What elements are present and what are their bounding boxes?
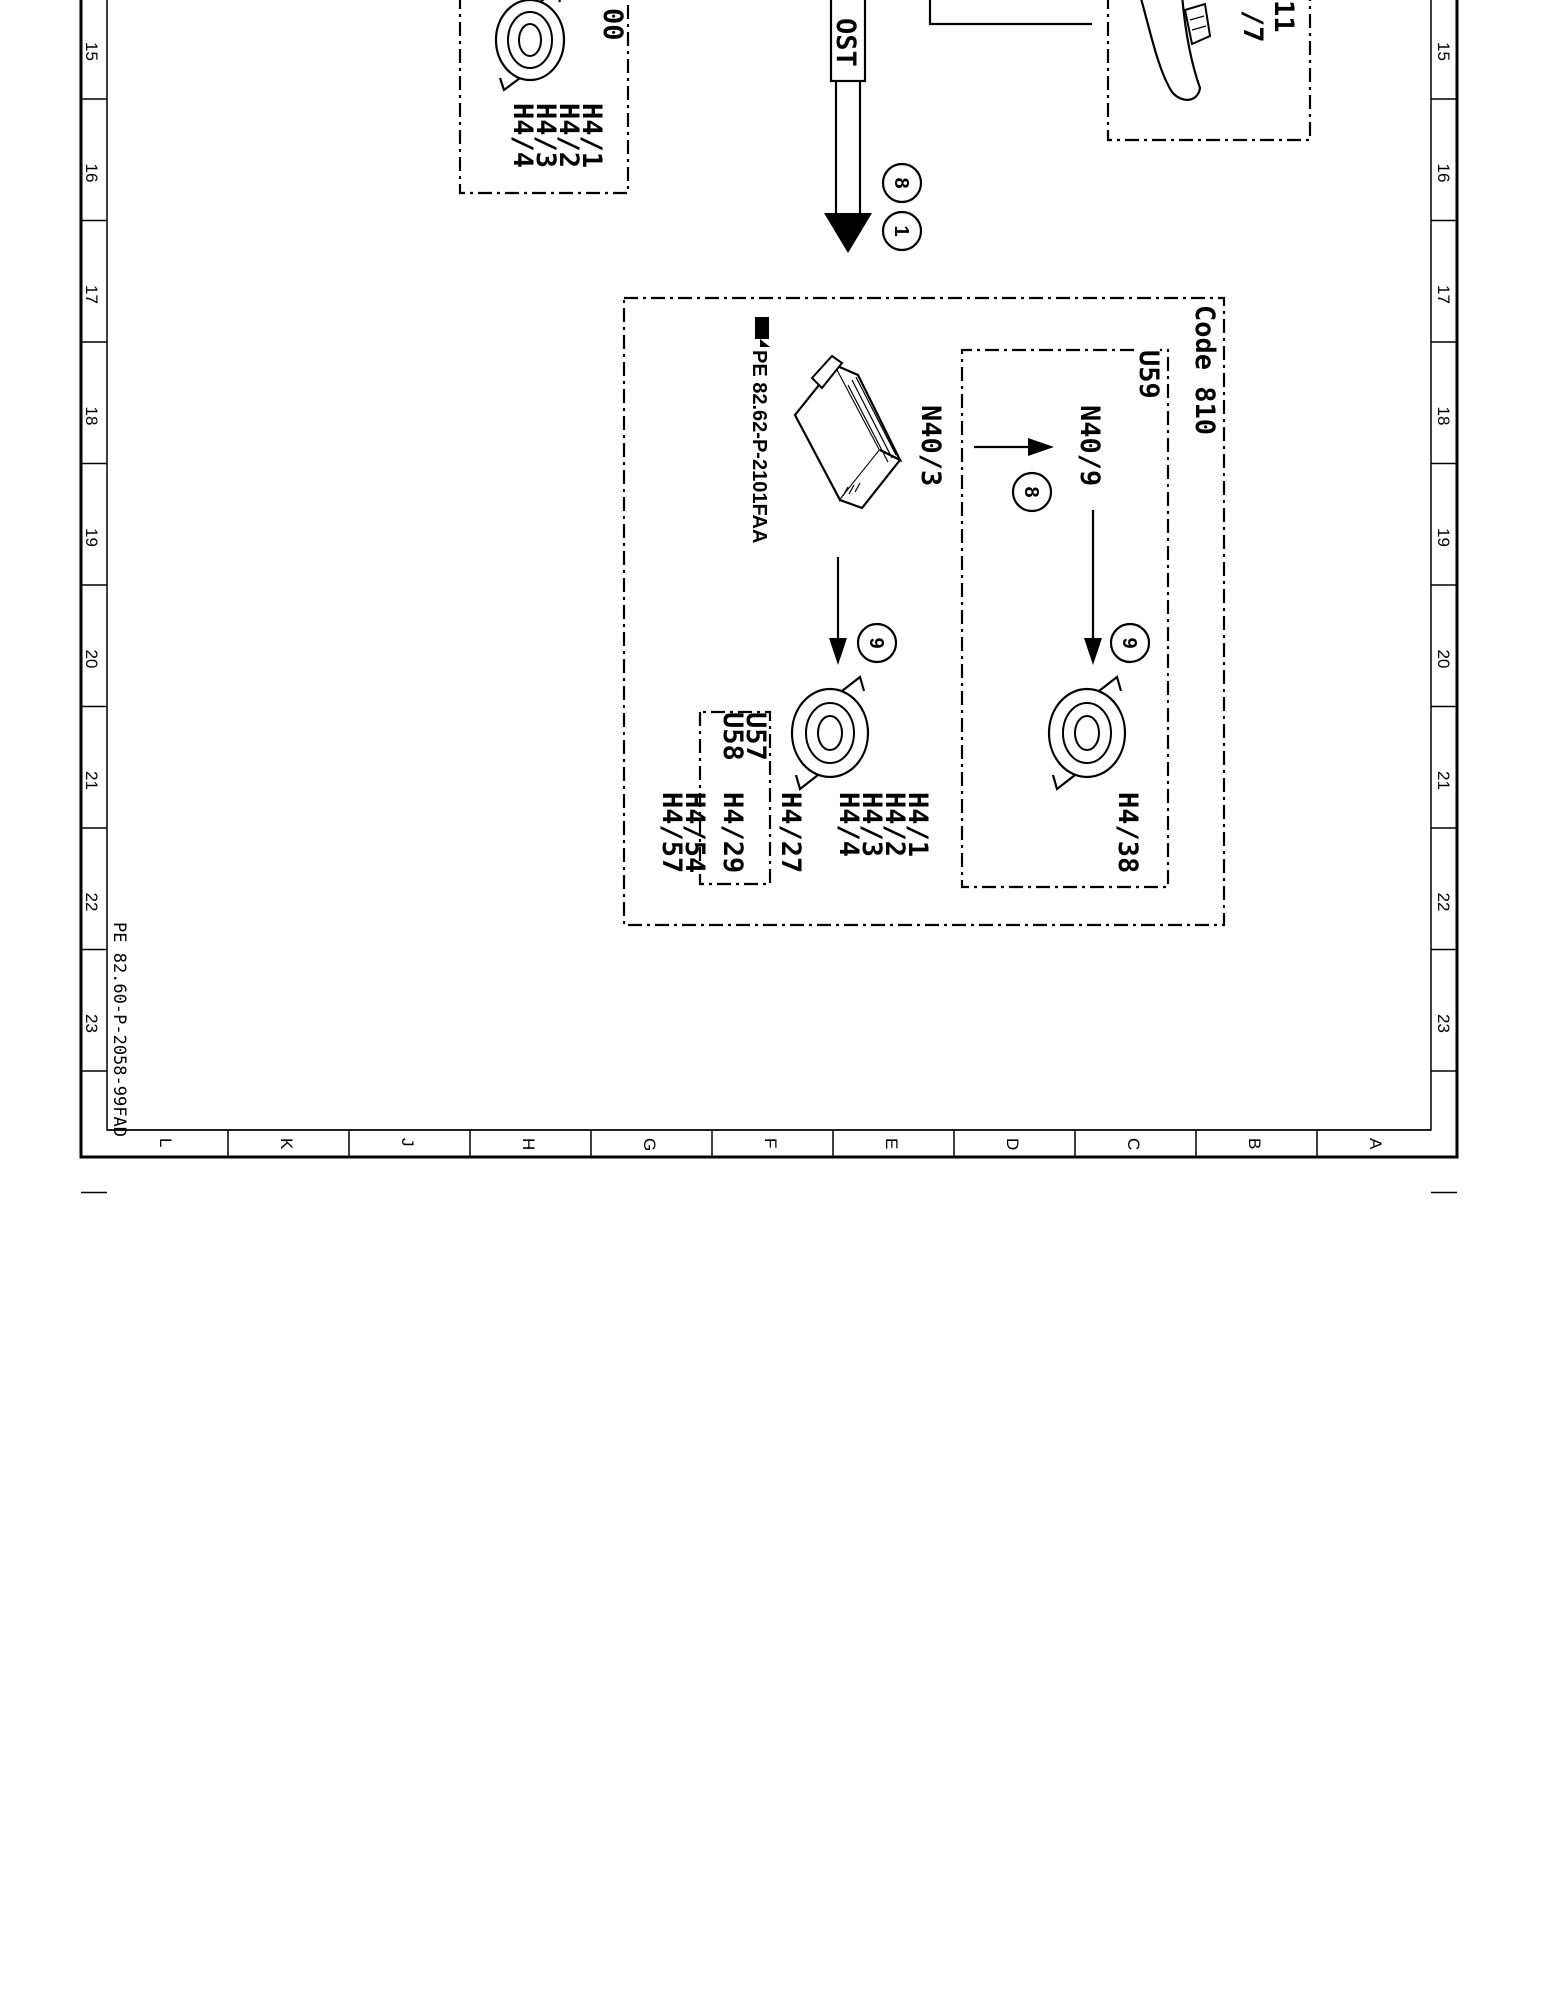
hand-pointer-icon bbox=[755, 317, 770, 347]
svg-text:9: 9 bbox=[865, 637, 887, 648]
row-label: 21 bbox=[82, 771, 101, 790]
component-label: H4/2 bbox=[879, 792, 910, 857]
row-labels-left: 15 16 17 18 19 20 21 22 23 bbox=[82, 42, 101, 1033]
column-label: F bbox=[761, 1138, 780, 1148]
svg-text:8: 8 bbox=[890, 177, 912, 188]
column-label: E bbox=[882, 1138, 901, 1149]
circle-marker: 1 bbox=[881, 210, 923, 252]
row-label: 18 bbox=[82, 407, 101, 426]
row-label: 15 bbox=[1434, 42, 1453, 61]
component-label: H4/3 bbox=[856, 792, 887, 857]
row-label: 20 bbox=[82, 650, 101, 669]
column-label: B bbox=[1245, 1138, 1264, 1149]
circle-marker: 9 bbox=[856, 622, 898, 664]
column-ticks bbox=[227, 1130, 1318, 1157]
mirror-icon bbox=[1140, 0, 1212, 101]
component-label: H4/54 bbox=[679, 792, 710, 873]
component-label: H4/4 bbox=[833, 792, 864, 857]
boost-tag-label: OST bbox=[830, 18, 861, 67]
top-right-partial-label-a: 11 bbox=[1268, 0, 1299, 33]
column-label: L bbox=[156, 1138, 175, 1147]
row-label: 18 bbox=[1434, 407, 1453, 426]
component-label: H4/1 bbox=[576, 103, 607, 168]
row-label: 17 bbox=[1434, 285, 1453, 304]
column-label: G bbox=[640, 1138, 659, 1151]
column-label: C bbox=[1124, 1138, 1143, 1150]
u57-label: U57 bbox=[740, 712, 771, 761]
u58-label: U58 bbox=[717, 712, 748, 761]
column-label: H bbox=[519, 1138, 538, 1150]
top-left-speaker-group: 00 H4/1 H4/2 H4/3 H4/4 bbox=[458, 0, 630, 195]
column-label: J bbox=[398, 1138, 417, 1147]
circle-marker: 8 bbox=[1011, 471, 1053, 513]
row-label: 15 bbox=[82, 42, 101, 61]
speaker-icon bbox=[1047, 675, 1127, 791]
sheet-reference-code: PE 82.60-P-2058-99FAD bbox=[109, 922, 129, 1137]
component-label: H4/4 bbox=[507, 103, 538, 168]
speaker-icon bbox=[790, 675, 870, 791]
code-810-title: Code 810 bbox=[1189, 305, 1220, 435]
u57-u58-box: U57 U58 H4/29 bbox=[698, 710, 772, 886]
row-label: 19 bbox=[82, 528, 101, 547]
row-label: 22 bbox=[1434, 893, 1453, 912]
row-label: 23 bbox=[82, 1014, 101, 1033]
svg-text:8: 8 bbox=[1020, 486, 1042, 497]
speaker-icon bbox=[494, 0, 566, 92]
row-ticks bbox=[81, 98, 1457, 1194]
inner-frame bbox=[106, 0, 1432, 1131]
row-label: 16 bbox=[82, 164, 101, 183]
n40-3-label: N40/3 bbox=[915, 405, 946, 486]
top-right-partial-label-b: /7 bbox=[1237, 10, 1268, 43]
amplifier-icon bbox=[793, 354, 903, 510]
component-label: H4/29 bbox=[717, 792, 748, 873]
top-left-partial-label: 00 bbox=[597, 8, 628, 41]
column-label: D bbox=[1003, 1138, 1022, 1150]
row-label: 20 bbox=[1434, 650, 1453, 669]
row-label: 19 bbox=[1434, 528, 1453, 547]
main-signal-arrow: OST bbox=[824, 0, 872, 253]
row-labels-right: 15 16 17 18 19 20 21 22 23 bbox=[1434, 42, 1453, 1033]
outer-frame bbox=[79, 0, 1459, 1159]
u59-label: U59 bbox=[1133, 350, 1164, 399]
row-label: 21 bbox=[1434, 771, 1453, 790]
h4-38-label: H4/38 bbox=[1112, 792, 1143, 873]
row-label: 23 bbox=[1434, 1014, 1453, 1033]
component-label: H4/27 bbox=[775, 792, 806, 873]
column-label: A bbox=[1366, 1138, 1385, 1150]
doc-ref-text: PE 82.62-P-2101FAA bbox=[748, 350, 770, 543]
svg-text:9: 9 bbox=[1118, 637, 1140, 648]
svg-text:1: 1 bbox=[890, 225, 912, 236]
circle-marker: 8 bbox=[881, 162, 923, 204]
row-label: 17 bbox=[82, 285, 101, 304]
u59-box: U59 N40/9 H4/38 bbox=[960, 348, 1170, 889]
component-label: H4/2 bbox=[553, 103, 584, 168]
row-label: 16 bbox=[1434, 164, 1453, 183]
top-right-group: 11 /7 bbox=[928, 0, 1312, 142]
row-label: 22 bbox=[82, 893, 101, 912]
component-label: H4/1 bbox=[902, 792, 933, 857]
document-reference: PE 82.62-P-2101FAA bbox=[748, 317, 770, 543]
component-label: H4/3 bbox=[530, 103, 561, 168]
circle-marker: 9 bbox=[1109, 622, 1151, 664]
column-label: K bbox=[277, 1138, 296, 1150]
component-label: H4/57 bbox=[656, 792, 687, 873]
code-810-box: Code 810 U59 N40/9 H4/38 8 bbox=[622, 296, 1226, 927]
n40-9-label: N40/9 bbox=[1074, 405, 1105, 486]
